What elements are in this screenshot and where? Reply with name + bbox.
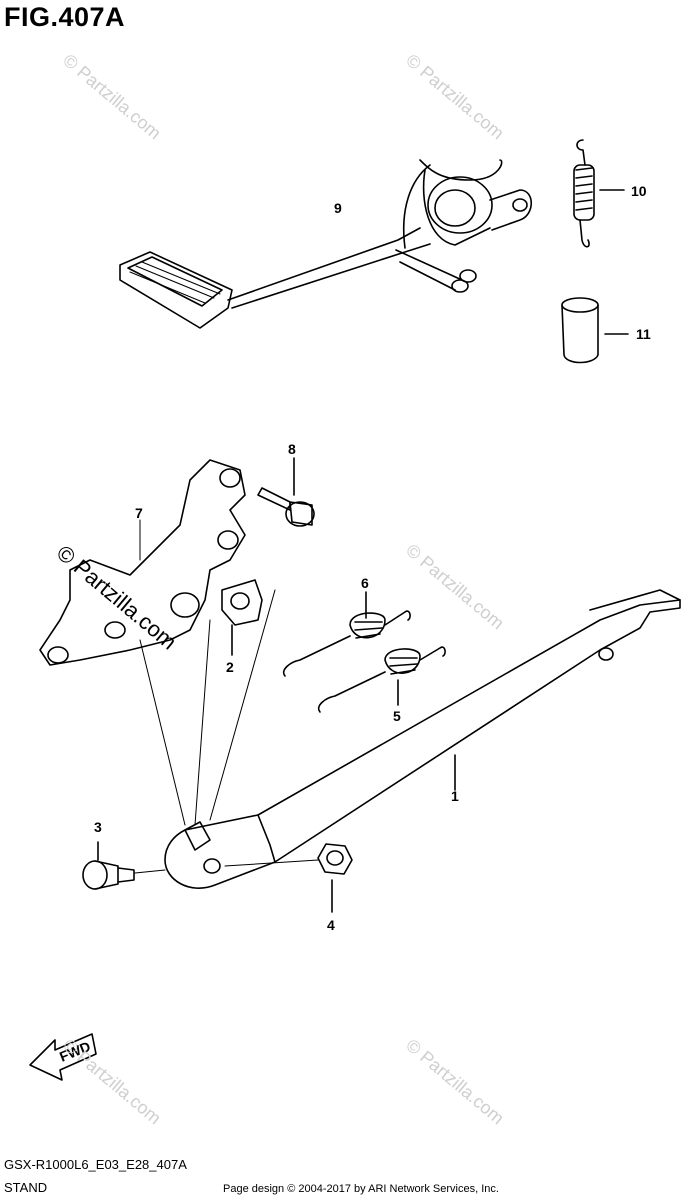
callout-5: 5: [393, 708, 401, 724]
callout-11: 11: [636, 326, 651, 342]
brake-pedal-part-9: [119, 159, 533, 329]
spring-part-5: [317, 646, 446, 713]
callout-2: 2: [226, 659, 234, 675]
callout-6: 6: [361, 575, 369, 591]
bracket-part-7: [39, 459, 246, 666]
spring-part-6: [282, 591, 411, 677]
callout-8: 8: [288, 441, 296, 457]
bolt-part-8: [257, 457, 315, 527]
model-code: GSX-R1000L6_E03_E28_407A: [4, 1157, 187, 1172]
callout-4: 4: [327, 917, 335, 933]
assembly-lines: [134, 519, 319, 874]
callout-3: 3: [94, 819, 102, 835]
side-stand-part-1: [164, 589, 681, 889]
figure-title: FIG.407A: [4, 2, 126, 32]
callout-10: 10: [631, 183, 647, 199]
callout-7: 7: [135, 505, 143, 521]
bolt-part-3: [82, 841, 135, 890]
bushing-part-11: [561, 297, 629, 364]
washer-part-2: [221, 579, 263, 656]
callout-9: 9: [334, 200, 342, 216]
section-name: STAND: [4, 1180, 48, 1195]
spring-part-10: [573, 139, 625, 248]
forward-direction-arrow: FWD: [29, 1033, 97, 1081]
callout-1: 1: [451, 788, 459, 804]
copyright-notice: Page design © 2004-2017 by ARI Network S…: [223, 1183, 499, 1195]
nut-part-4: [317, 843, 353, 913]
